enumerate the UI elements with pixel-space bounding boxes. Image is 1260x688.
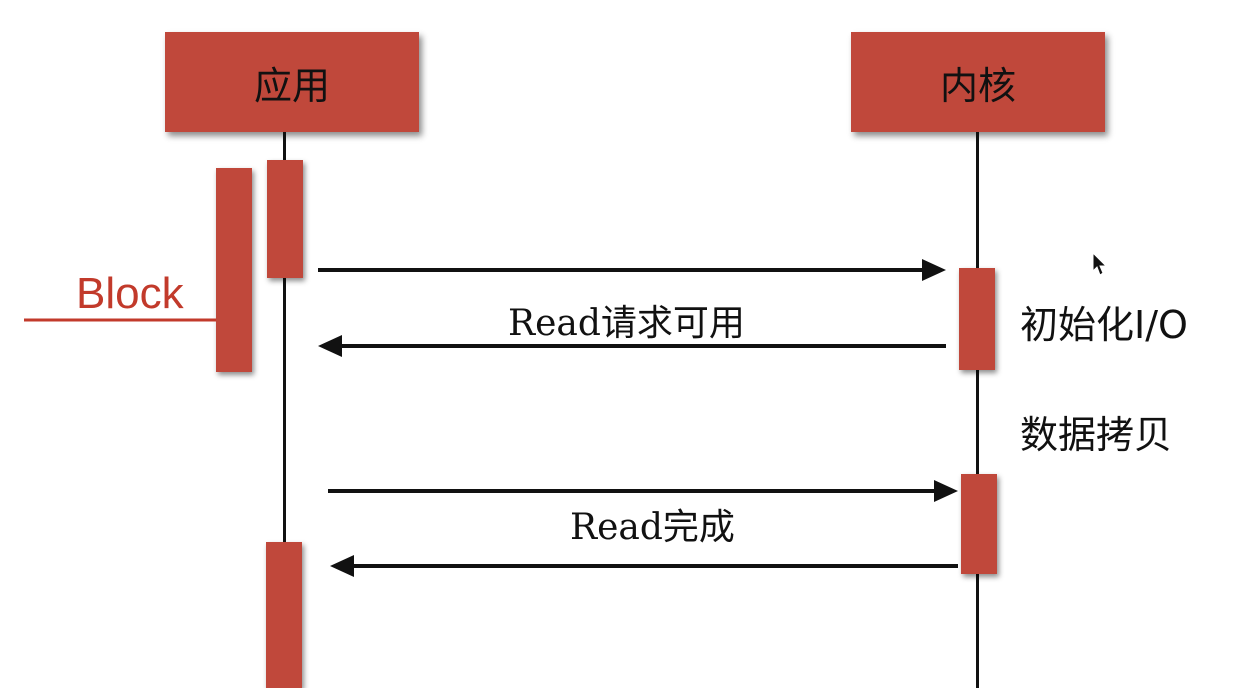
kernel-activation-2 [961,474,997,574]
participant-kernel-label: 内核 [939,63,1016,108]
participant-app-label: 应用 [253,63,330,108]
app-activation-1 [267,160,303,278]
lifeline-app [283,132,286,688]
arrow-read-done [330,555,958,577]
app-activation-2 [266,542,302,688]
lifeline-kernel [976,132,979,688]
block-bar [216,168,252,372]
message-label-read-available: Read请求可用 [508,303,745,344]
arrow-read [328,480,958,502]
note-data-copy: 数据拷贝 [1020,413,1173,457]
participant-app: 应用 [165,32,419,132]
note-init-io: 初始化I/O [1020,303,1188,347]
message-label-read-done: Read完成 [570,507,735,548]
arrow-read-request [318,259,946,281]
kernel-activation-1 [959,268,995,370]
participant-kernel: 内核 [851,32,1105,132]
arrow-read-available [318,335,946,357]
block-label: Block [76,269,184,318]
